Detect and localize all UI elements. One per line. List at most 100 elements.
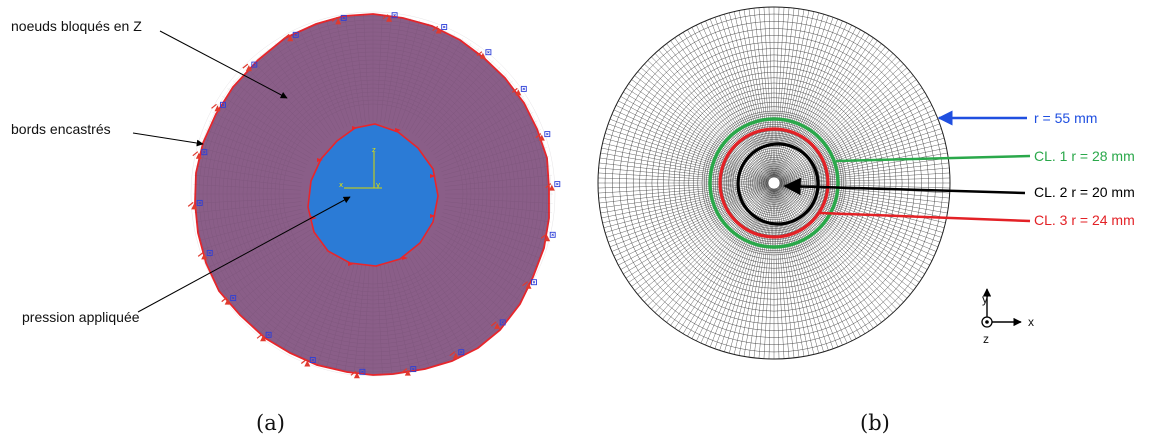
disk-mesh-spoke [245,66,323,144]
mesh-spoke [748,8,774,178]
mesh-spoke [775,18,839,178]
disk-mesh-ring [226,47,520,341]
cl1-circle [708,117,840,249]
mesh-spoke [779,105,933,181]
mesh-spoke [600,152,769,183]
disk-mesh-spoke [380,14,393,123]
disk-mesh-spoke [201,138,305,172]
inner-load-marks [311,126,436,266]
disk-mesh-ring [262,83,484,305]
bc-marker [300,357,316,367]
inner-pressure-zone [307,123,439,267]
disk-mesh-spoke [266,252,331,340]
mesh-spoke [608,184,769,243]
disk-mesh-spoke [412,254,472,346]
disk-mesh-spoke [216,103,311,159]
mesh-spoke [651,56,770,179]
mesh-spoke [738,10,774,178]
bc-marker [382,12,398,22]
mesh-spoke [600,183,769,214]
mesh-spoke [625,186,770,279]
mesh-spoke [605,133,769,182]
disk-mesh-spoke [208,120,308,165]
bc-marker [401,366,417,376]
disk-mesh-spoke [335,17,359,124]
disk-mesh-ring [214,35,532,353]
mesh-spoke [778,56,897,179]
disk-mesh-spoke [405,258,455,355]
arrow-nodes-blocked [159,30,288,99]
disk-mesh-spoke [221,233,313,293]
caption-a: (a) [256,411,285,435]
triad-z-label: z [372,146,376,154]
mesh-spoke [773,188,780,359]
disk-mesh-spoke [408,256,464,351]
disk-mesh-spoke [440,129,542,169]
mesh-spoke [738,188,774,356]
disk-mesh-spoke [437,112,534,162]
mesh-spoke [778,87,923,180]
mesh-spoke [776,188,866,334]
disk-mesh-ring [234,55,512,333]
mesh-spoke [776,27,857,178]
disk-mesh-spoke [405,33,455,130]
mesh-spoke [602,142,769,182]
mesh-spoke [775,188,819,354]
mesh-spoke [606,195,737,238]
mesh-spoke [700,188,772,344]
mesh-spoke [637,71,770,180]
inner-load-mark [352,126,358,130]
disk-mesh-spoke [431,87,519,152]
disk-mesh-spoke [376,14,383,123]
disk-mesh-spoke [326,20,355,125]
mesh-spoke [775,15,829,178]
disk-mesh-ring [242,63,504,325]
mesh-spoke [777,187,882,323]
disk-mesh-spoke [193,197,302,204]
mesh-spoke [691,27,772,178]
mesh-spoke [620,96,769,181]
disk-mesh-spoke [415,48,480,136]
disk-mesh-spoke [442,212,547,241]
mesh-spoke [779,123,940,182]
mesh-spoke [609,118,737,169]
mesh-spoke [779,185,937,252]
mesh-spoke [776,32,866,178]
disk-mesh-spoke [402,259,447,359]
disk-mesh-spoke [227,236,315,301]
label-nodes-blocked-z: noeuds bloqués en Z [11,18,142,34]
disk-mesh-spoke [193,184,302,191]
disk-mesh-spoke [395,22,429,126]
disk-mesh-ring [246,67,500,321]
bc-marker [242,61,258,72]
disk-mesh-spoke [282,256,338,351]
mesh-spoke [687,29,755,149]
mesh-spoke [779,183,948,214]
disk-mesh-spoke [252,247,326,328]
inner-load-mark [395,128,401,132]
disk-mesh-spoke [415,252,480,340]
mesh-spoke [779,133,943,182]
disk-mesh-spoke [433,95,525,155]
disk-mesh-spoke [391,263,420,368]
mesh-spoke [774,10,810,178]
disk-mesh-spoke [384,265,402,372]
disk-mesh-spoke [299,259,344,359]
triad-x-label: x [339,181,343,189]
label-r55: r = 55 mm [1034,110,1097,126]
disk-mesh-spoke [363,14,370,123]
disk-mesh-spoke [387,17,411,124]
bc-marker [350,368,366,379]
bc-marker [522,279,537,289]
disk-mesh-spoke [437,226,534,276]
mesh-spoke [779,184,943,233]
disk-mesh-ring [230,51,516,337]
disk-mesh-spoke [193,174,302,187]
bc-marker [211,101,226,112]
mesh-spoke [779,185,933,261]
bc-marker [187,199,203,210]
disk-mesh-spoke [426,73,507,147]
disk-mesh-spoke [442,147,547,176]
disk-mesh-spoke [443,156,550,180]
triad-y-label: y [376,181,380,189]
